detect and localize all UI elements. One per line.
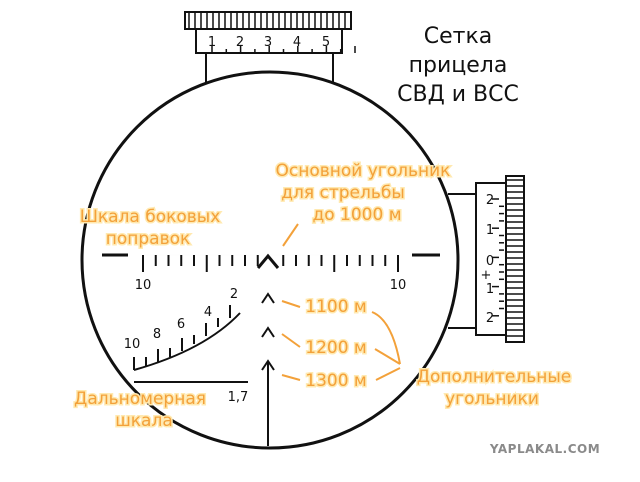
lateral-scale-caption-line-2: поправок xyxy=(106,229,191,249)
lateral-scale-right-label: 10 xyxy=(390,278,407,293)
side-drum-label-0: 0 xyxy=(486,254,494,269)
main-chevron-mark xyxy=(256,253,280,269)
additional-leader-1300 xyxy=(375,367,401,381)
title-line-3: СВД и ВСС xyxy=(397,82,519,107)
range-label-6: 6 xyxy=(177,317,185,332)
main-chevron-leader xyxy=(282,223,299,247)
range-1200-leader xyxy=(281,333,301,348)
top-drum-knurl xyxy=(184,11,352,30)
watermark: YAPLAKAL.COM xyxy=(489,442,600,456)
additional-leader-1100 xyxy=(371,311,401,365)
lateral-scale-caption-line-1: Шкала боковых xyxy=(80,207,221,227)
chevron-1200-mark xyxy=(261,326,275,338)
range-1100-caption: 1100 м xyxy=(305,297,367,317)
additional-leader-1200 xyxy=(374,348,401,365)
rangefinder-scale: 10 8 6 4 2 1,7 xyxy=(124,287,249,405)
rangefinder-caption-line-2: шкала xyxy=(115,411,173,431)
additional-chevrons-caption-line-1: Дополнительные xyxy=(417,367,571,387)
lateral-scale: 10 10 xyxy=(102,253,440,293)
main-chevron-caption-line-3: до 1000 м xyxy=(312,205,401,225)
title-line-1: Сетка xyxy=(424,24,492,49)
range-label-8: 8 xyxy=(153,327,161,342)
side-drum-label-down-1: 1 xyxy=(486,282,494,297)
top-drum-label-4: 4 xyxy=(293,35,301,50)
range-1200-caption: 1200 м xyxy=(305,338,367,358)
range-label-4: 4 xyxy=(204,305,212,320)
range-1300-leader xyxy=(281,374,301,381)
range-base-label: 1,7 xyxy=(228,390,249,405)
main-chevron-caption-line-1: Основной угольник xyxy=(276,161,451,181)
range-label-2: 2 xyxy=(230,287,238,302)
lateral-scale-ticks xyxy=(142,254,399,272)
range-1100-leader xyxy=(281,300,301,308)
rangefinder-ticks xyxy=(133,305,231,370)
reticle-circle xyxy=(80,70,460,450)
chevron-1100-mark xyxy=(261,292,275,304)
rangefinder-curve xyxy=(133,312,241,371)
top-drum: 1 2 3 4 5 xyxy=(184,11,356,84)
lateral-scale-left-label: 10 xyxy=(135,278,152,293)
range-1300-caption: 1300 м xyxy=(305,371,367,391)
side-drum-label-up-1: 1 xyxy=(486,223,494,238)
top-drum-knurl-lines xyxy=(188,13,346,28)
range-label-10: 10 xyxy=(124,337,141,352)
top-drum-label-3: 3 xyxy=(264,35,272,50)
side-drum-knurl xyxy=(505,175,525,343)
top-drum-ticks xyxy=(211,46,356,53)
main-chevron-caption-line-2: для стрельбы xyxy=(281,183,405,203)
side-drum-label-down-2: 2 xyxy=(486,311,494,326)
side-drum-label-up-2: 2 xyxy=(486,193,494,208)
top-drum-label-2: 2 xyxy=(236,35,244,50)
side-drum-plus-sign: + xyxy=(481,268,492,283)
side-drum: 2 1 0 + 1 2 xyxy=(448,175,525,343)
rangefinder-caption-line-1: Дальномерная xyxy=(74,389,206,409)
title-line-2: прицела xyxy=(409,53,508,78)
top-drum-label-1: 1 xyxy=(208,35,216,50)
top-drum-label-5: 5 xyxy=(322,35,330,50)
side-drum-knurl-lines xyxy=(507,179,523,337)
additional-chevrons-caption-line-2: угольники xyxy=(445,389,539,409)
side-drum-ticks xyxy=(492,198,504,317)
